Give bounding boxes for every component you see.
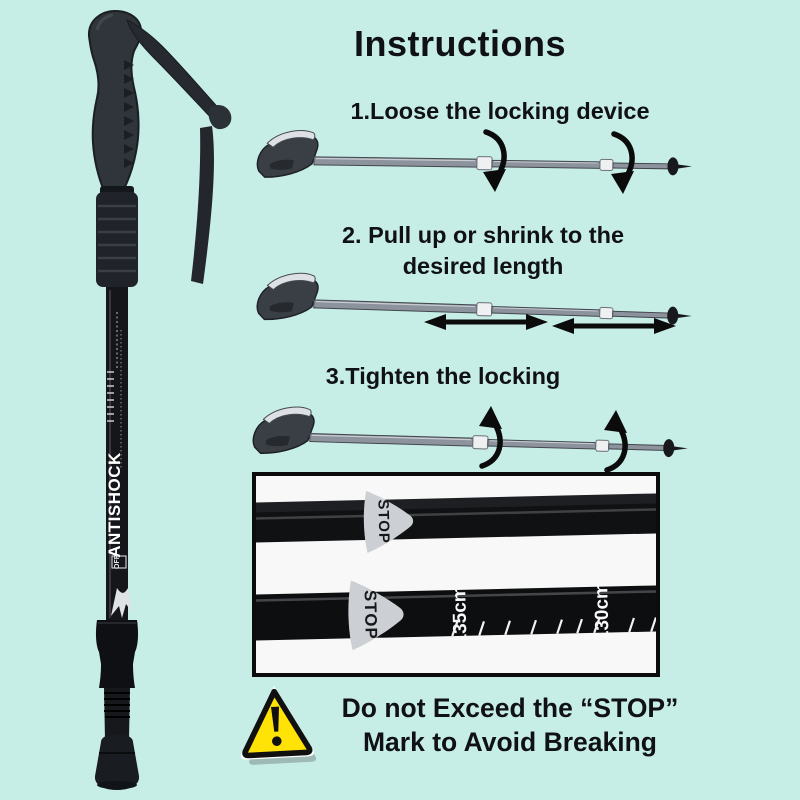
stop-mark-closeup-photo: 135cm 130cm [252,472,660,677]
length-tick-marks [451,616,656,637]
upper-shaft: ANTISHOCK OFF [105,287,132,621]
wrist-strap [126,19,232,284]
step-1-illustration [256,129,694,200]
double-arrow-icon [424,314,548,330]
trekking-pole-product-photo: ANTISHOCK OFF [87,9,232,790]
pole-off-label: OFF [114,554,121,569]
page-title: Instructions [353,23,566,64]
warning-text-line-2: Mark to Avoid Breaking [362,727,657,757]
pole-logo-arrow [111,588,132,618]
warning-text-line-1: Do not Exceed the “STOP” [341,693,679,723]
step-3-label: 3.Tighten the locking [325,363,561,389]
step-3-illustration [252,390,690,478]
step-2-label-line-1: 2. Pull up or shrink to the [341,222,625,248]
warning-icon [240,686,317,765]
double-arrow-icon [552,318,676,334]
lower-pole-section: 135cm 130cm [256,579,656,651]
step-1-label: 1.Loose the locking device [350,98,650,124]
step-2-label-line-2: desired length [402,253,564,279]
pole-grip [87,9,143,192]
pole-brand-text: ANTISHOCK [105,452,124,558]
upper-pole-section [256,489,656,554]
lower-shaft [104,688,130,740]
rubber-tip [94,735,140,790]
shaft-scale-marks [107,371,114,422]
foam-grip [96,186,138,287]
lock-collar [95,620,139,688]
step-2-illustration [256,271,694,348]
